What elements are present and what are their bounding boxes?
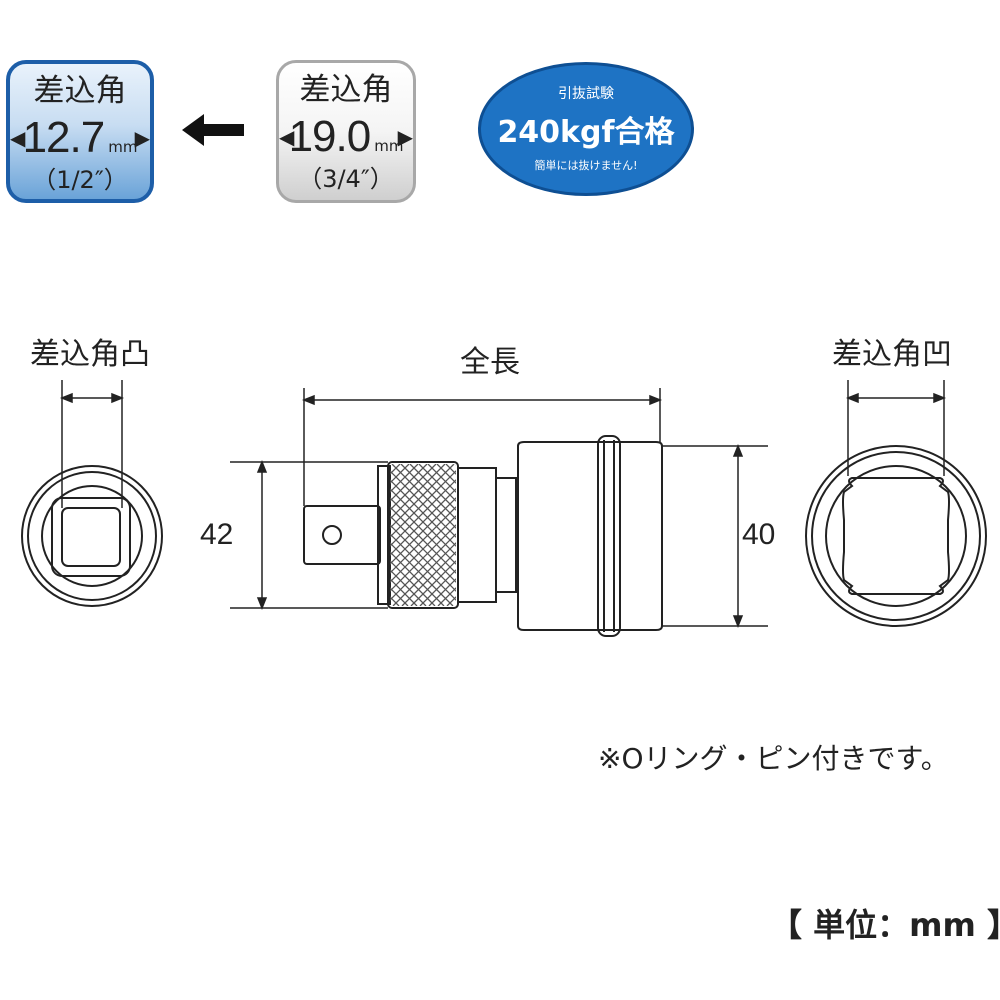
badge-size-value: 12.7 [22,113,106,162]
dimension-40-label: 40 [742,518,776,551]
pull-test-badge: 引抜試験 240kgf合格 簡単には抜けません! [478,62,694,196]
badge-title: 差込角 [299,72,393,108]
pull-test-note: 簡単には抜けません! [534,159,638,172]
female-end-view [805,445,987,627]
accessory-note: ※Oリング・ピン付きです。 [598,742,949,775]
arrow-right-icon: ▶ [397,125,413,149]
pull-test-result: 240kgf合格 [497,115,675,150]
convert-arrow-icon [182,114,244,146]
total-length-dimension [301,388,663,506]
arrow-left-icon: ◀ [279,125,295,149]
knurl-pattern [390,464,456,606]
dimension-42-label: 42 [200,518,234,551]
pull-test-title: 引抜試験 [558,86,614,102]
arrow-right-icon: ▶ [134,126,150,150]
male-square-label: 差込角凸 [30,337,150,372]
male-end-view [21,465,163,607]
badge-size-unit: mm [108,138,138,156]
badge-size-value: 19.0 [288,112,372,161]
female-square-label: 差込角凹 [832,337,952,372]
arrow-left-icon: ◀ [10,126,26,150]
height-42-dimension [230,459,388,611]
badge-title: 差込角 [33,73,127,109]
height-40-dimension [662,443,768,629]
badge-size-unit: mm [374,137,404,155]
adapter-side-view [303,435,663,637]
badge-inch: （3/4″） [298,165,394,193]
total-length-label: 全長 [460,345,520,380]
male-square-dimension [59,380,125,508]
female-square-dimension [845,380,947,476]
unit-label: 【 単位：mm 】 [770,906,1000,944]
badge-inch: （1/2″） [32,166,128,194]
